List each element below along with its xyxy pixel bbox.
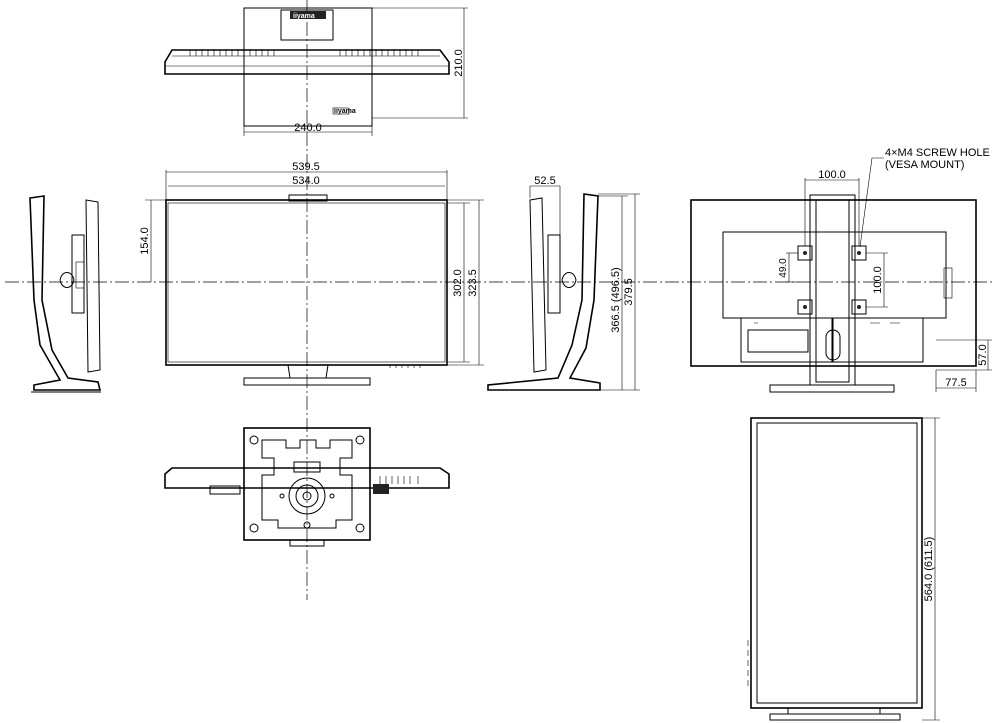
dim-stand-depth: 52.5 (534, 175, 555, 187)
dim-top-base-width: 240.0 (294, 122, 322, 134)
vesa-label-line2: (VESA MOUNT) (885, 159, 964, 171)
top-vent-slots (189, 50, 419, 56)
dim-vesa-vertical: 100.0 (872, 266, 884, 294)
dim-bezel-height: 323.5 (467, 269, 479, 297)
dim-vesa-offset: 49.0 (778, 258, 789, 278)
back-view: 100.0 49.0 100.0 4×M4 SCREW HOLE (VESA M… (690, 147, 992, 393)
dim-panel-height: 302.0 (452, 269, 464, 297)
dim-port-height: 57.0 (977, 344, 989, 365)
top-view: iiyama iiyama 210.0 240.0 (164, 7, 468, 136)
dim-port-offset: 77.5 (945, 377, 966, 389)
vesa-holes (797, 245, 867, 315)
dim-panel-width: 534.0 (292, 175, 320, 187)
dim-top-depth: 210.0 (453, 49, 465, 77)
bottom-view (164, 427, 450, 547)
left-side-view (29, 195, 102, 393)
dim-pivot-height: 564.0 (611.5) (923, 537, 935, 602)
vesa-label-line1: 4×M4 SCREW HOLE (885, 147, 990, 159)
right-side-view: 52.5 366.5 (496.5) 379.5 (487, 175, 640, 391)
top-logo: iiyama (293, 13, 315, 20)
small-logo: iiyama (334, 108, 356, 115)
dim-vesa-horizontal: 100.0 (818, 169, 846, 181)
front-view: 539.5 534.0 154.0 302.0 323.5 (139, 161, 484, 386)
dim-overall-height: 379.5 (623, 278, 635, 306)
pivot-view: 564.0 (611.5) (747, 417, 940, 721)
dim-overall-width: 539.5 (292, 161, 320, 173)
dim-height-range: 366.5 (496.5) (610, 267, 622, 332)
dim-top-to-center: 154.0 (139, 227, 151, 255)
